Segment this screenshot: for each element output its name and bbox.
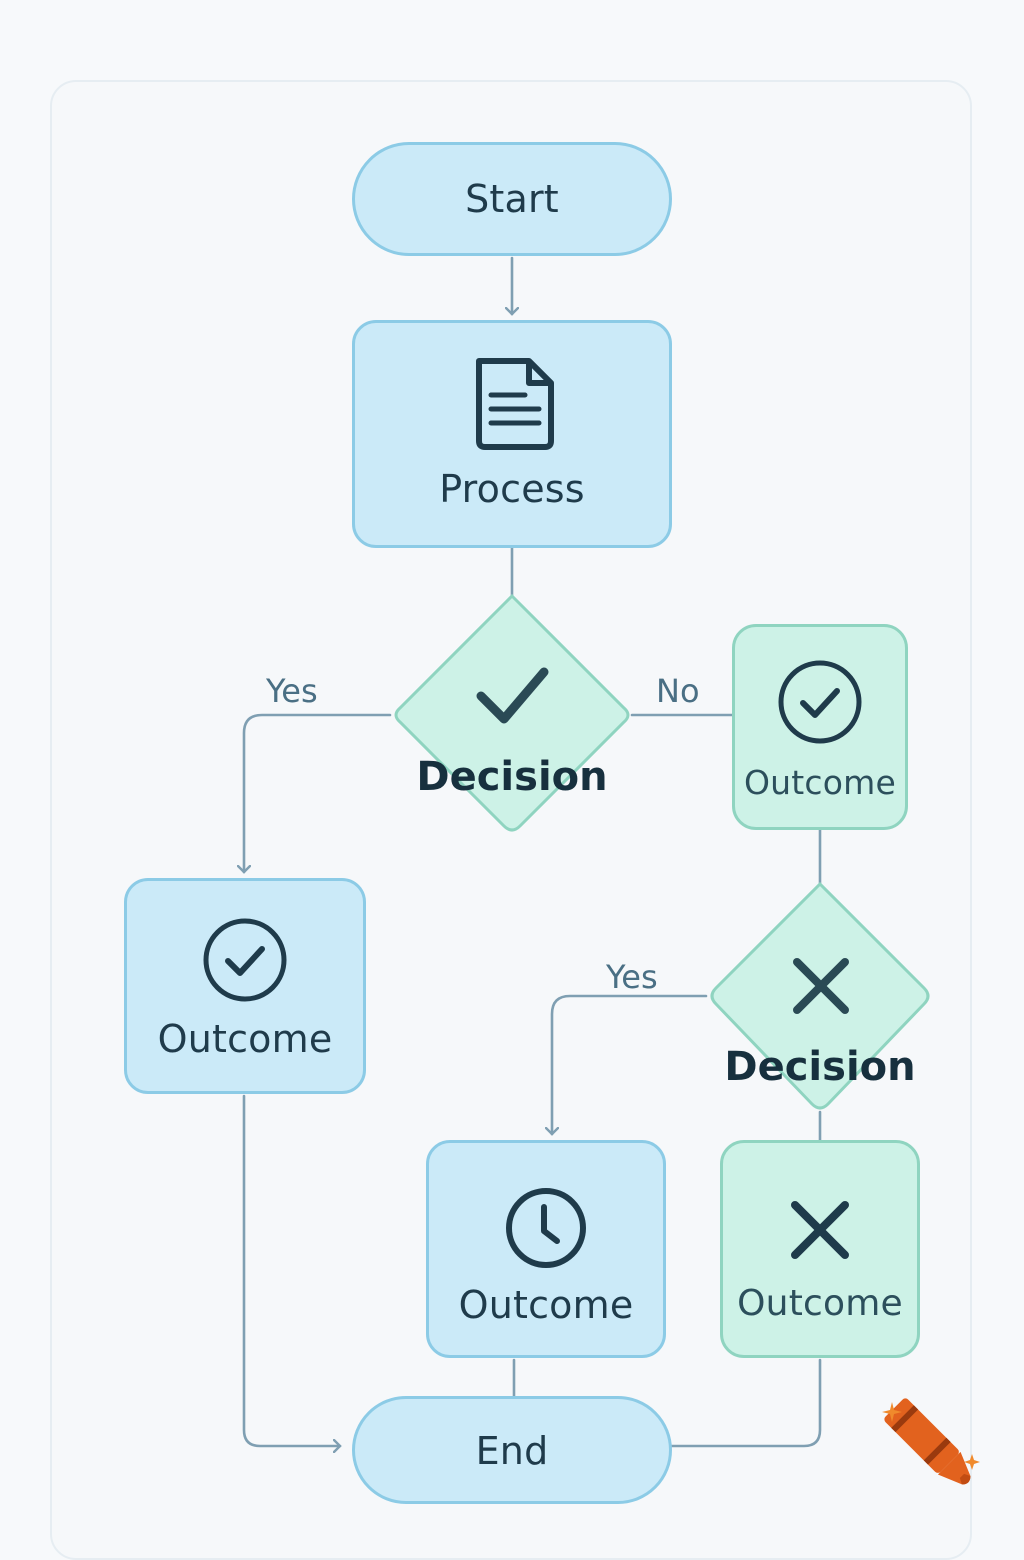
edge-label-yes-1: Yes [266, 672, 318, 710]
crayon-logo-icon [882, 1398, 980, 1485]
end-node[interactable]: End [352, 1396, 672, 1504]
decision-label-1: Decision [416, 754, 608, 800]
outcome-label-x: Outcome [737, 1283, 903, 1324]
decision-label-2: Decision [724, 1044, 916, 1090]
check-icon [476, 667, 549, 724]
edge-label-yes-2: Yes [606, 958, 658, 996]
start-label: Start [465, 177, 559, 221]
outcome-label-left: Outcome [157, 1017, 333, 1061]
outcome-label-clock: Outcome [458, 1283, 634, 1327]
check-circle-icon [203, 918, 287, 1002]
outcome-node-right[interactable]: Outcome [732, 624, 908, 830]
x-icon [793, 958, 849, 1014]
outcome-node-clock[interactable]: Outcome [426, 1140, 666, 1358]
check-circle-icon [778, 660, 862, 744]
outcome-label-right: Outcome [743, 763, 896, 802]
document-icon [476, 358, 554, 450]
edge-x-end [670, 1358, 822, 1448]
edge-left-end [242, 1094, 340, 1446]
start-node[interactable]: Start [352, 142, 672, 256]
decision-diamond-2[interactable] [710, 881, 930, 1110]
process-node[interactable]: Process [352, 320, 672, 548]
end-label: End [475, 1429, 549, 1473]
process-label: Process [439, 467, 585, 511]
clock-icon [506, 1188, 586, 1268]
outcome-node-left[interactable]: Outcome [124, 878, 366, 1094]
edge-decision2-yes [552, 994, 708, 1134]
edge-label-no: No [656, 672, 700, 710]
edge-decision1-yes [244, 713, 392, 872]
outcome-node-x[interactable]: Outcome [720, 1140, 920, 1358]
x-icon [791, 1201, 849, 1259]
